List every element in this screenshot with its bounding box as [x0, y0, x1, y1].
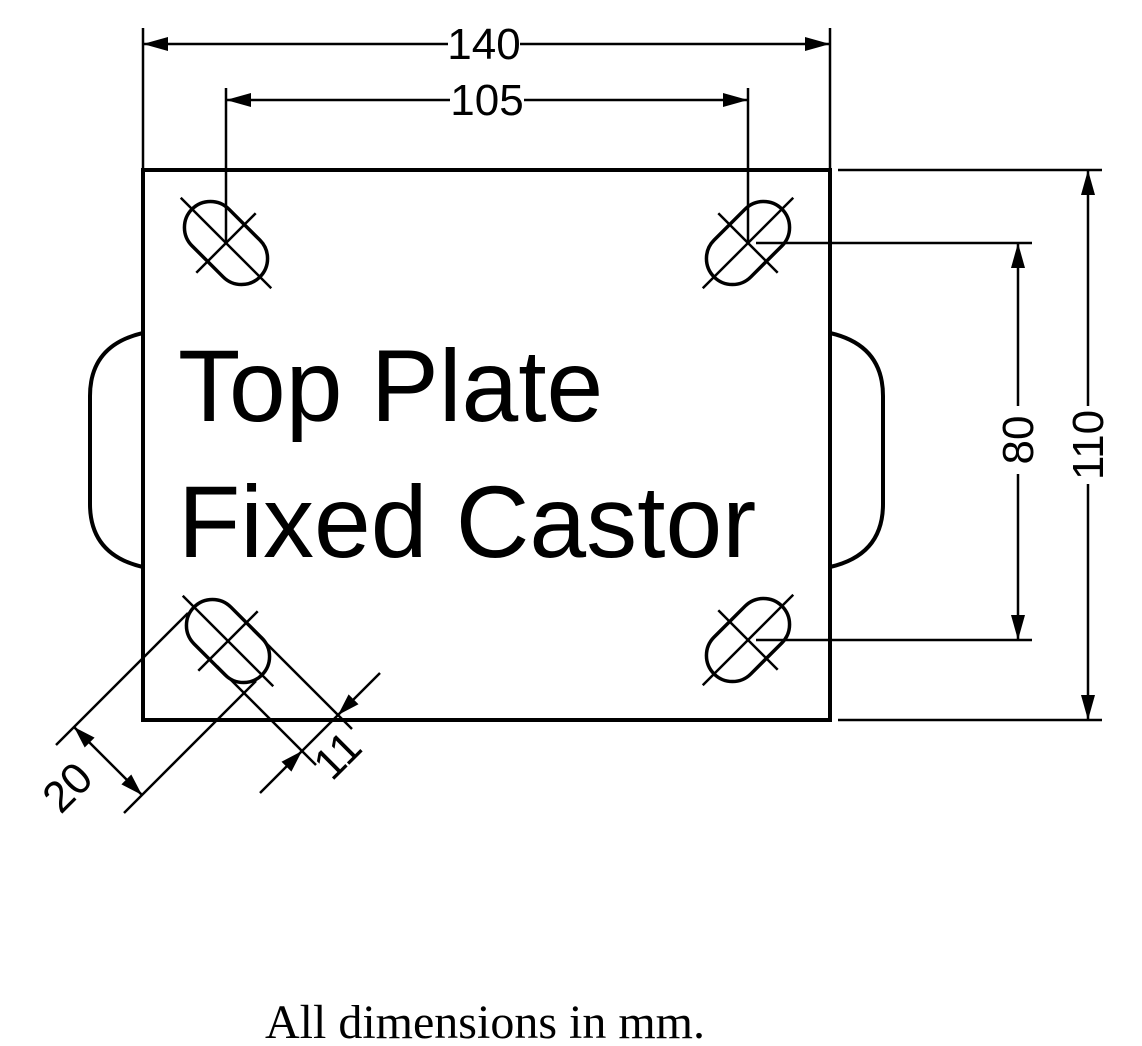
slot-cross-minor [197, 610, 259, 672]
arrowhead [723, 93, 748, 107]
arrowhead [1011, 243, 1025, 268]
dim-plate-depth-label: 110 [1064, 410, 1113, 480]
arrowhead [338, 694, 359, 715]
wheel-edge-left [88, 331, 144, 569]
dim-plate-width-label: 140 [447, 20, 520, 69]
arrowhead [143, 37, 168, 51]
arrowhead [1081, 170, 1095, 195]
wheel-edge-right [829, 331, 885, 569]
dim-hole-spacing-depth-label: 80 [994, 416, 1043, 465]
dim-slot-length-label: 20 [33, 753, 102, 822]
arrowhead [281, 751, 302, 772]
slot-bottom-right [701, 593, 795, 687]
extension-line [55, 612, 189, 746]
dimension-line [301, 714, 339, 752]
dim-hole-spacing-width: 105 [224, 76, 750, 243]
arrowhead [1011, 615, 1025, 640]
arrowhead [121, 774, 142, 795]
dim-hole-spacing-width-label: 105 [450, 76, 523, 125]
dim-plate-width: 140 [141, 20, 832, 168]
extension-line [252, 629, 353, 730]
extension-line [123, 680, 257, 814]
dim-plate-depth: 110 [838, 168, 1113, 722]
drawing-title-line1: Top Plate [178, 329, 603, 443]
slot-bottom-left [181, 594, 275, 688]
arrowhead [1081, 695, 1095, 720]
plate-outline [141, 168, 832, 722]
arrowhead [805, 37, 830, 51]
arrowhead [226, 93, 251, 107]
dim-hole-spacing-depth: 80 [756, 241, 1043, 642]
drawing-title-line2: Fixed Castor [178, 465, 756, 579]
dim-slot-width-label: 11 [304, 722, 371, 789]
extension-line [216, 665, 317, 766]
arrowhead [74, 727, 95, 748]
footer-note: All dimensions in mm. [265, 996, 705, 1046]
slot-cross-minor [717, 609, 779, 671]
